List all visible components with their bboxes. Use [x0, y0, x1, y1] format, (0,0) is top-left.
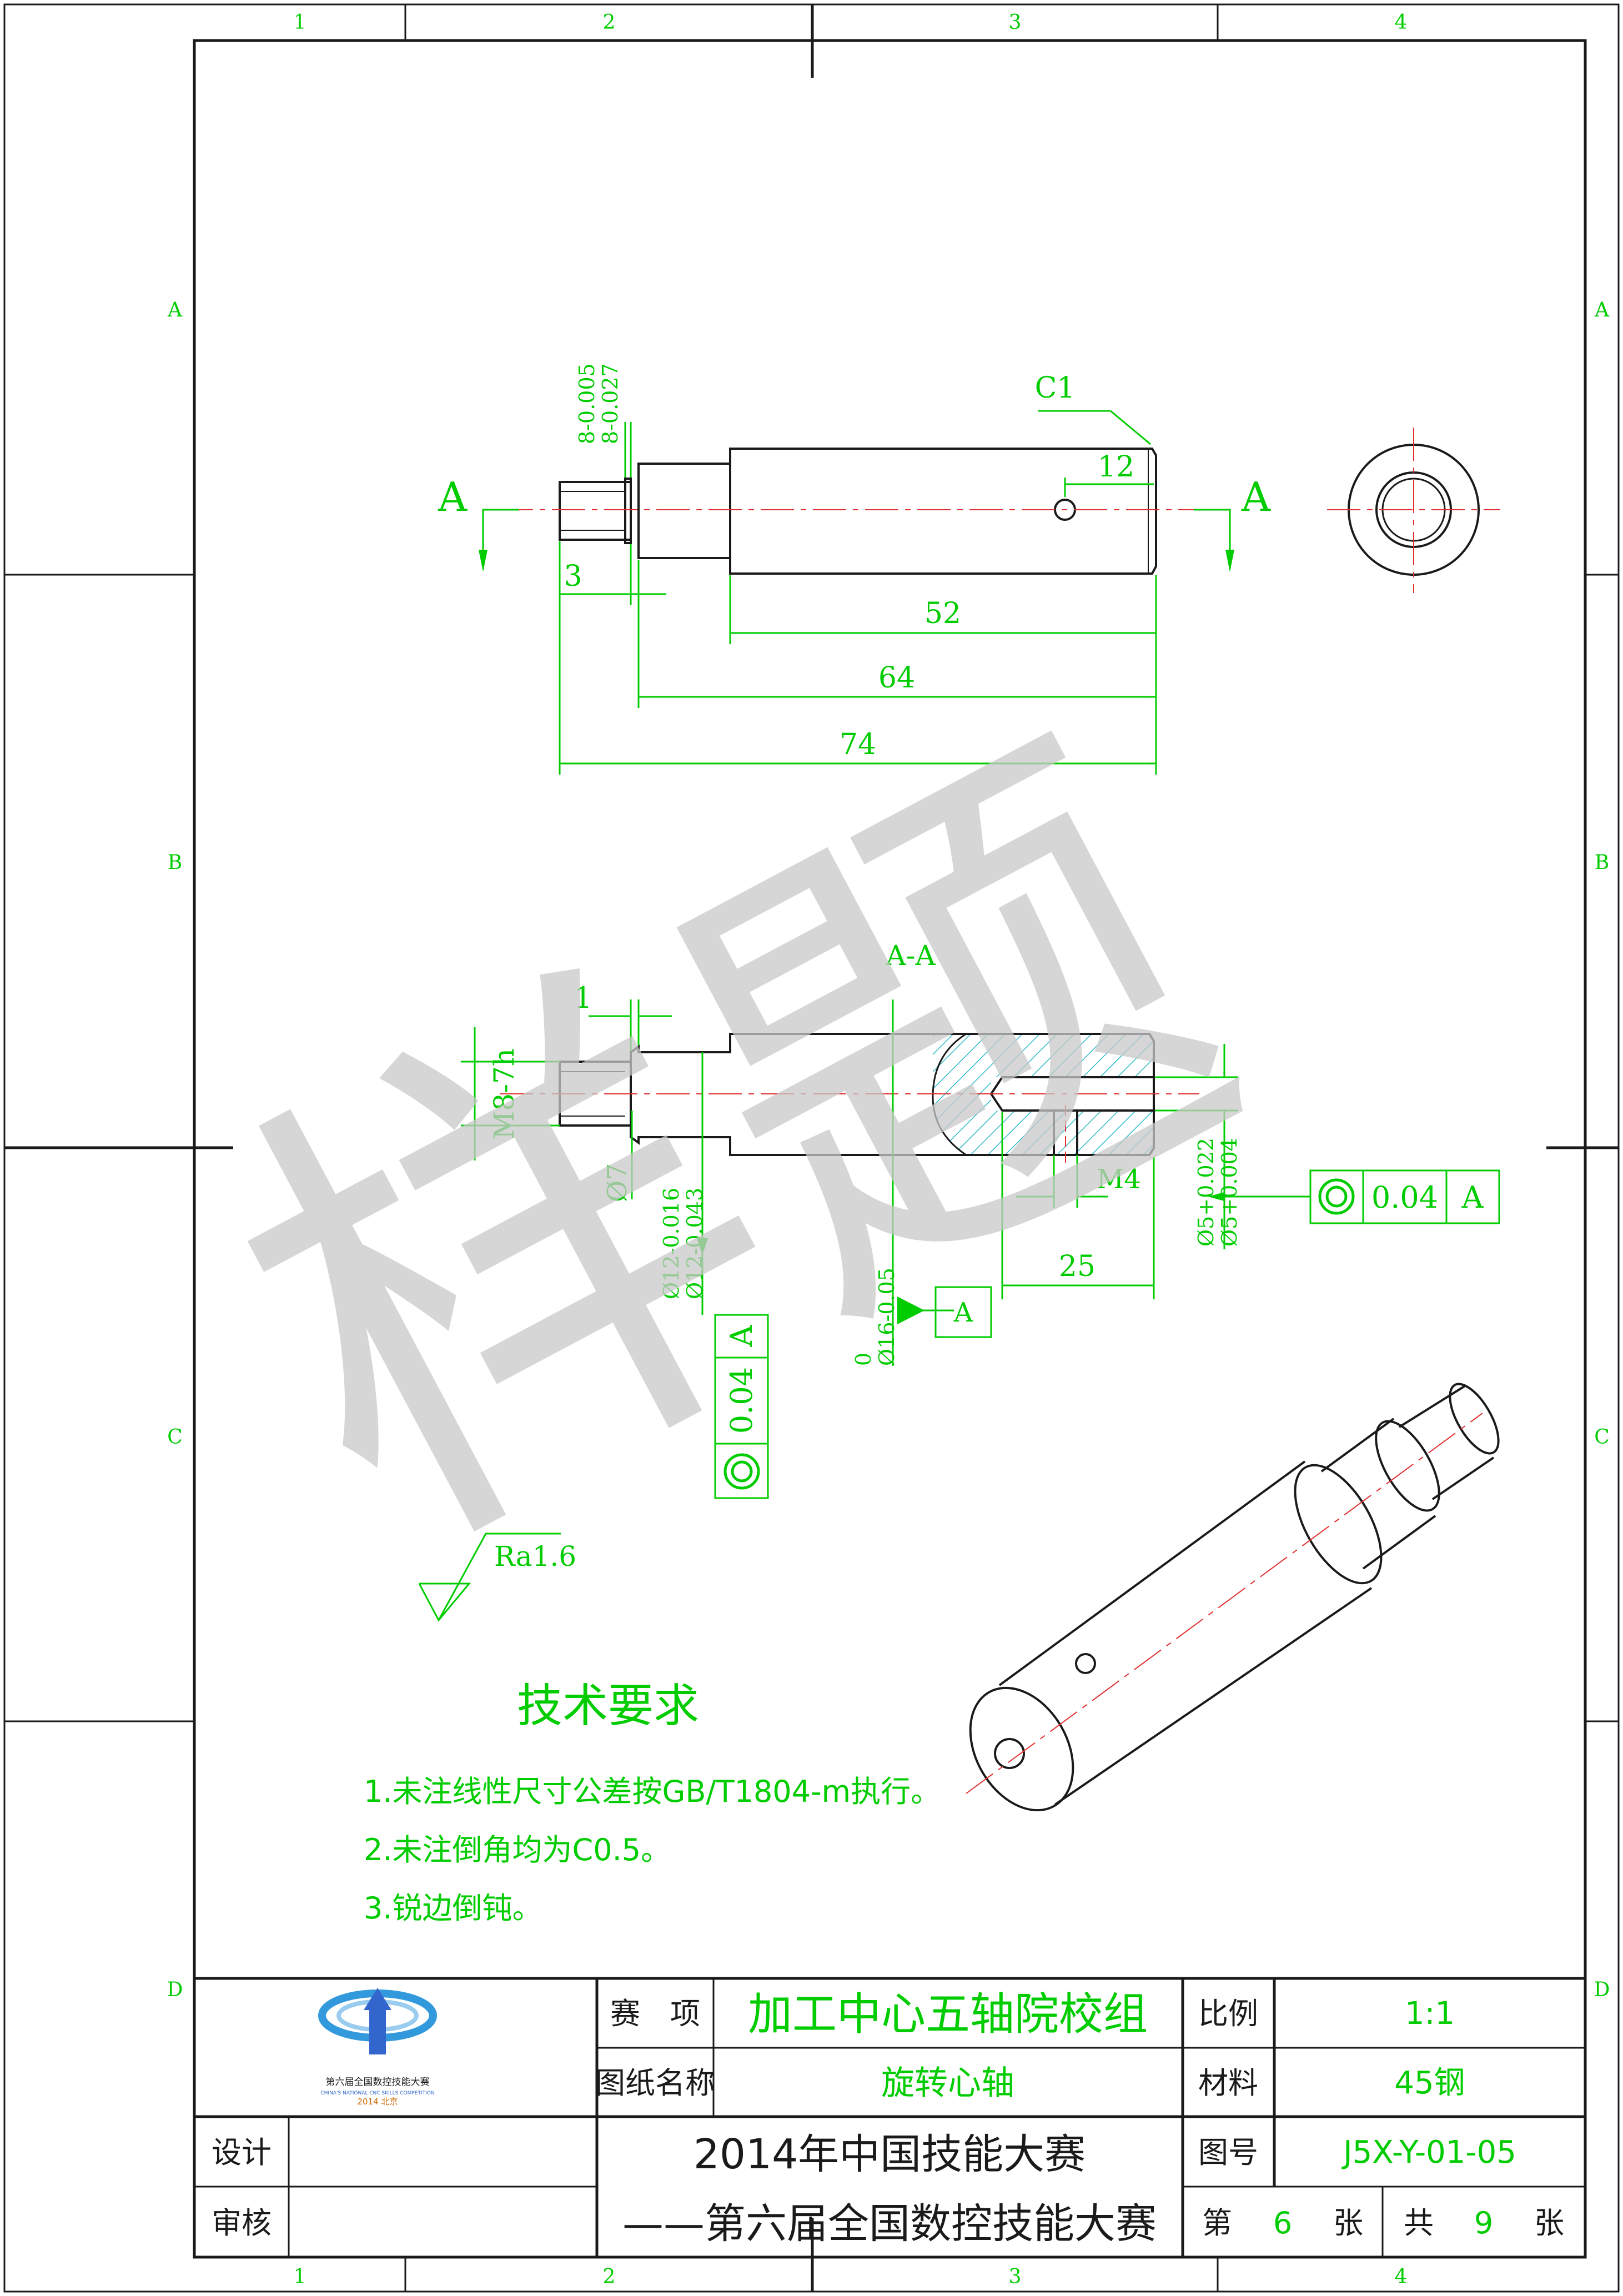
- fcf-right-datum: A: [1461, 1180, 1484, 1215]
- tolerance-line: Ø12-0.016: [659, 1188, 684, 1299]
- zone-bottom-1: 1: [294, 2265, 306, 2288]
- dim-25: 25: [1059, 1250, 1096, 1283]
- dim-d12-tolerance: Ø12-0.016Ø12-0.043: [659, 1188, 707, 1299]
- fcf-left-value: 0.04: [724, 1367, 759, 1434]
- logo-text-en: CHINA'S NATIONAL CNC SKILLS COMPETITION: [320, 2091, 434, 2096]
- tolerance-line: 0: [851, 1353, 876, 1366]
- fcf-left-datum: A: [724, 1325, 759, 1348]
- dim-64: 64: [878, 661, 915, 695]
- roughness-value: Ra1.6: [494, 1540, 576, 1572]
- zone-bottom-4: 4: [1395, 2265, 1408, 2288]
- front-view: A A C1 12 3 52: [438, 363, 1271, 775]
- zone-labels: 1 2 3 4 1 2 3 4 A B C D A B C D: [167, 11, 1610, 2288]
- chamfer-label: C1: [1035, 371, 1076, 405]
- dim-52: 52: [924, 597, 961, 630]
- zone-left-A: A: [167, 299, 183, 321]
- section-mark-left: A: [438, 474, 468, 520]
- zone-top-3: 3: [1009, 11, 1022, 34]
- roughness-symbol: Ra1.6: [418, 1533, 576, 1622]
- logo-year: 2014 北京: [358, 2097, 398, 2107]
- watermark: 样题: [158, 661, 1313, 1644]
- competition-line-2: ——第六届全国数控技能大赛: [622, 2200, 1157, 2248]
- tech-item-2: 2.未注倒角均为C0.5。: [364, 1832, 671, 1867]
- drawing-name-value: 旋转心轴: [881, 2064, 1014, 2103]
- datum-box: [934, 1286, 992, 1338]
- title-block: 第六届全国数控技能大赛 CHINA'S NATIONAL CNC SKILLS …: [194, 1977, 1585, 2257]
- drawing-name-label: 图纸名称: [595, 2066, 715, 2101]
- event-label: 赛 项: [610, 1996, 700, 2031]
- logo-text-cn: 第六届全国数控技能大赛: [326, 2076, 430, 2088]
- zone-bottom-2: 2: [603, 2265, 616, 2288]
- dim-12: 12: [1098, 450, 1134, 484]
- scale-value: 1:1: [1405, 1996, 1455, 2032]
- zone-top-1: 1: [294, 11, 306, 34]
- scale-label: 比例: [1198, 1996, 1258, 2031]
- competition-logo-icon: 第六届全国数控技能大赛 CHINA'S NATIONAL CNC SKILLS …: [318, 1988, 437, 2107]
- datum-label: A: [953, 1297, 974, 1328]
- zone-top-4: 4: [1395, 11, 1408, 34]
- zone-bottom-3: 3: [1009, 2265, 1022, 2288]
- end-view: [1327, 428, 1500, 593]
- dim-1: 1: [574, 982, 592, 1015]
- fcf-right: 0.04 A: [1309, 1169, 1500, 1224]
- material-value: 45钢: [1394, 2065, 1465, 2101]
- sheet-unit: 张: [1333, 2205, 1363, 2240]
- total-unit: 张: [1534, 2205, 1564, 2240]
- zone-right-D: D: [1594, 1978, 1610, 2001]
- design-label: 设计: [212, 2135, 272, 2170]
- dim-m4: M4: [1097, 1164, 1141, 1195]
- dim-d7: Ø7: [602, 1163, 633, 1202]
- concentricity-icon: [1318, 1178, 1355, 1215]
- dim-thread: M8-7h: [488, 1048, 520, 1139]
- tolerance-line: 8-0.005: [575, 363, 599, 444]
- section-title: A-A: [885, 939, 936, 972]
- tolerance-line: Ø16-0.05: [875, 1268, 899, 1366]
- tech-title: 技术要求: [517, 1680, 699, 1732]
- isometric-view: [966, 1383, 1500, 1812]
- dim-74: 74: [840, 728, 876, 761]
- zone-left-B: B: [168, 851, 182, 874]
- event-value: 加工中心五轴院校组: [748, 1988, 1148, 2040]
- zone-left-D: D: [167, 1978, 183, 2001]
- number-value: J5X-Y-01-05: [1341, 2134, 1516, 2171]
- total-prefix: 共: [1404, 2205, 1434, 2240]
- dim-8-tolerance: 8-0.0058-0.027: [575, 363, 622, 444]
- total-sheets: 9: [1474, 2205, 1493, 2240]
- tolerance-line: 8-0.027: [598, 363, 622, 444]
- dim-d16-tolerance: 0Ø16-0.05: [851, 1268, 899, 1366]
- zone-right-C: C: [1594, 1426, 1610, 1449]
- section-view: A-A 1: [461, 939, 1500, 1499]
- sheet-number: 6: [1273, 2205, 1292, 2240]
- material-label: 材料: [1198, 2066, 1258, 2101]
- drawing-frame: [3, 3, 1620, 2293]
- number-label: 图号: [1198, 2135, 1258, 2170]
- tolerance-line: Ø5+0.022: [1194, 1138, 1218, 1247]
- svg-text:样题: 样题: [158, 661, 1313, 1644]
- section-mark-right: A: [1241, 474, 1271, 520]
- dim-d5-tolerance: Ø5+0.022Ø5+0.004: [1194, 1138, 1242, 1247]
- zone-right-B: B: [1595, 851, 1609, 874]
- sheet-prefix: 第: [1202, 2205, 1232, 2240]
- zone-left-C: C: [167, 1426, 183, 1449]
- fcf-right-value: 0.04: [1371, 1180, 1438, 1215]
- tolerance-line: Ø5+0.004: [1217, 1138, 1242, 1247]
- tech-item-3: 3.锐边倒钝。: [364, 1891, 542, 1926]
- competition-line-1: 2014年中国技能大赛: [694, 2131, 1086, 2178]
- fcf-left: 0.04 A: [701, 1288, 769, 1499]
- tech-requirements: 技术要求 1.未注线性尺寸公差按GB/T1804-m执行。 2.未注倒角均为C0…: [364, 1680, 941, 1926]
- review-label: 审核: [212, 2205, 272, 2240]
- concentricity-icon: [723, 1453, 760, 1490]
- dim-3: 3: [564, 560, 582, 593]
- zone-right-A: A: [1594, 299, 1610, 321]
- tolerance-line: Ø12-0.043: [682, 1188, 707, 1299]
- tech-item-1: 1.未注线性尺寸公差按GB/T1804-m执行。: [364, 1774, 941, 1809]
- zone-top-2: 2: [603, 11, 616, 34]
